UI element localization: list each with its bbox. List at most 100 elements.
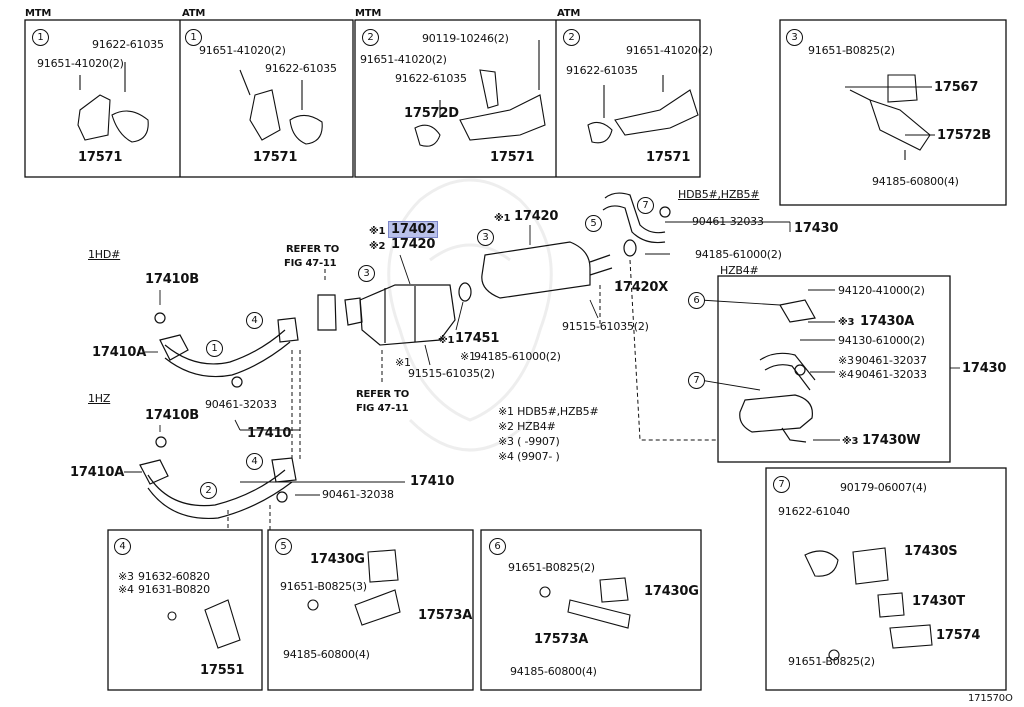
- part-90461-32033-tail: 90461-32033: [692, 215, 764, 228]
- dashed-guides: [227, 259, 718, 530]
- refer-note-1: REFER TO: [286, 244, 340, 255]
- callout-4-upper: 4: [246, 312, 263, 329]
- part-label: 17430T: [912, 594, 965, 609]
- callout-6-hzb4: 6: [688, 292, 705, 309]
- note-mark-1: ※1: [369, 226, 386, 237]
- note-mark-1e: ※1: [460, 350, 476, 363]
- panel1-mtm-number: 1: [32, 29, 49, 46]
- footnote-1: ※1 HDB5#,HZB5#: [498, 405, 599, 418]
- part-label: 94185-60800(4): [510, 665, 597, 678]
- part-label: 91651-41020(2): [626, 44, 713, 57]
- part-90461-32037: 90461-32037: [855, 354, 927, 367]
- panel6-number: 6: [489, 538, 506, 555]
- refer-note-2: REFER TO: [356, 389, 410, 400]
- part-label: 17574: [936, 628, 981, 643]
- part-label: 91651-B0825(2): [788, 655, 875, 668]
- part-label: 91622-61035: [92, 38, 164, 51]
- refer-note-1-fig: FIG 47-11: [284, 258, 337, 269]
- part-label: 17571: [646, 150, 691, 165]
- part-label: 17430S: [904, 544, 958, 559]
- panel1-atm-number: 1: [185, 29, 202, 46]
- footnote-4: ※4 (9907- ): [498, 450, 560, 463]
- page-code: 171570O: [968, 693, 1013, 704]
- part-label: 91622-61040: [778, 505, 850, 518]
- part-label: 17572D: [404, 106, 459, 121]
- note-mark-3-p4: ※3: [118, 570, 134, 583]
- part-17410a-1hz: 17410A: [70, 465, 125, 480]
- part-17430w: 17430W: [862, 433, 921, 448]
- part-label: 91651-B0825(2): [508, 561, 595, 574]
- part-label: 91651-41020(2): [37, 57, 124, 70]
- part-label: 91622-61035: [566, 64, 638, 77]
- panel2-atm-number: 2: [563, 29, 580, 46]
- part-17430-hzb4: 17430: [962, 361, 1007, 376]
- note-mark-3a: ※3: [838, 317, 855, 328]
- watermark-emblem: [387, 178, 553, 452]
- hdb5-hzb5-label: HDB5#,HZB5#: [678, 188, 760, 201]
- callout-3-converter: 3: [358, 265, 375, 282]
- part-label: 17571: [490, 150, 535, 165]
- callout-1-pipe: 1: [206, 340, 223, 357]
- part-label: 17573A: [418, 608, 473, 623]
- part-label: 91651-41020(2): [199, 44, 286, 57]
- part-label: 90119-10246(2): [422, 32, 509, 45]
- part-17420-main: 17420: [514, 209, 559, 224]
- part-label: 91632-60820: [138, 570, 210, 583]
- part-label: 94185-60800(4): [872, 175, 959, 188]
- part-label: 91622-61035: [265, 62, 337, 75]
- part-label: 17551: [200, 663, 245, 678]
- part-label: 17572B: [937, 128, 991, 143]
- panel1-mtm-tag: MTM: [25, 8, 52, 19]
- footnote-2: ※2 HZB4#: [498, 420, 556, 433]
- part-17410b-1hd: 17410B: [145, 272, 199, 287]
- part-94120-41000: 94120-41000(2): [838, 284, 925, 297]
- part-label: 17430G: [310, 552, 365, 567]
- part-90461-32033-hzb4: 90461-32033: [855, 368, 927, 381]
- note-mark-1b: ※1: [494, 213, 511, 224]
- panel3-number: 3: [786, 29, 803, 46]
- panel2-mtm-tag: MTM: [355, 8, 382, 19]
- callout-2-pipe: 2: [200, 482, 217, 499]
- part-label: 17567: [934, 80, 979, 95]
- part-label: 94185-60800(4): [283, 648, 370, 661]
- part-17402: 17402: [387, 221, 439, 238]
- part-label: 91651-B0825(3): [280, 580, 367, 593]
- part-17451: 17451: [455, 331, 500, 346]
- note-mark-1c: ※1: [438, 335, 455, 346]
- part-label: 90179-06007(4): [840, 481, 927, 494]
- part-90461-32038: 90461-32038: [322, 488, 394, 501]
- part-94185-61000-converter: 94185-61000(2): [474, 350, 561, 363]
- panel7-number: 7: [773, 476, 790, 493]
- part-label: 17430G: [644, 584, 699, 599]
- part-label: 91651-B0825(2): [808, 44, 895, 57]
- part-label: 91622-61035: [395, 72, 467, 85]
- part-label: 17573A: [534, 632, 589, 647]
- part-17410b-1hz: 17410B: [145, 408, 199, 423]
- part-90461-32033-clamp: 90461-32033: [205, 398, 277, 411]
- part-17410-1hz: 17410: [410, 474, 455, 489]
- leader-lines: [124, 86, 960, 496]
- callout-4-lower: 4: [246, 453, 263, 470]
- callout-7-tailpipe: 7: [637, 197, 654, 214]
- callout-7-hzb4: 7: [688, 372, 705, 389]
- bracket-sketches: [77, 40, 931, 160]
- exhaust-sketches: [139, 192, 816, 520]
- engine-1hd-label: 1HD#: [88, 248, 121, 261]
- callout-5-tailpipe: 5: [585, 215, 602, 232]
- panel2-atm-tag: ATM: [557, 8, 581, 19]
- bottom-panel-sketches: [167, 547, 933, 661]
- engine-1hz-label: 1HZ: [88, 392, 111, 405]
- footnote-3: ※3 ( -9907): [498, 435, 560, 448]
- part-94130-61000: 94130-61000(2): [838, 334, 925, 347]
- callout-3-muffler: 3: [477, 229, 494, 246]
- note-mark-2: ※2: [369, 241, 386, 252]
- note-mark-4-p4: ※4: [118, 583, 134, 596]
- part-17430-tail: 17430: [794, 221, 839, 236]
- part-17410-1hd: 17410: [247, 426, 292, 441]
- part-label: 17571: [78, 150, 123, 165]
- panel2-mtm-number: 2: [362, 29, 379, 46]
- part-label: 91651-41020(2): [360, 53, 447, 66]
- note-mark-3b: ※3: [838, 354, 854, 367]
